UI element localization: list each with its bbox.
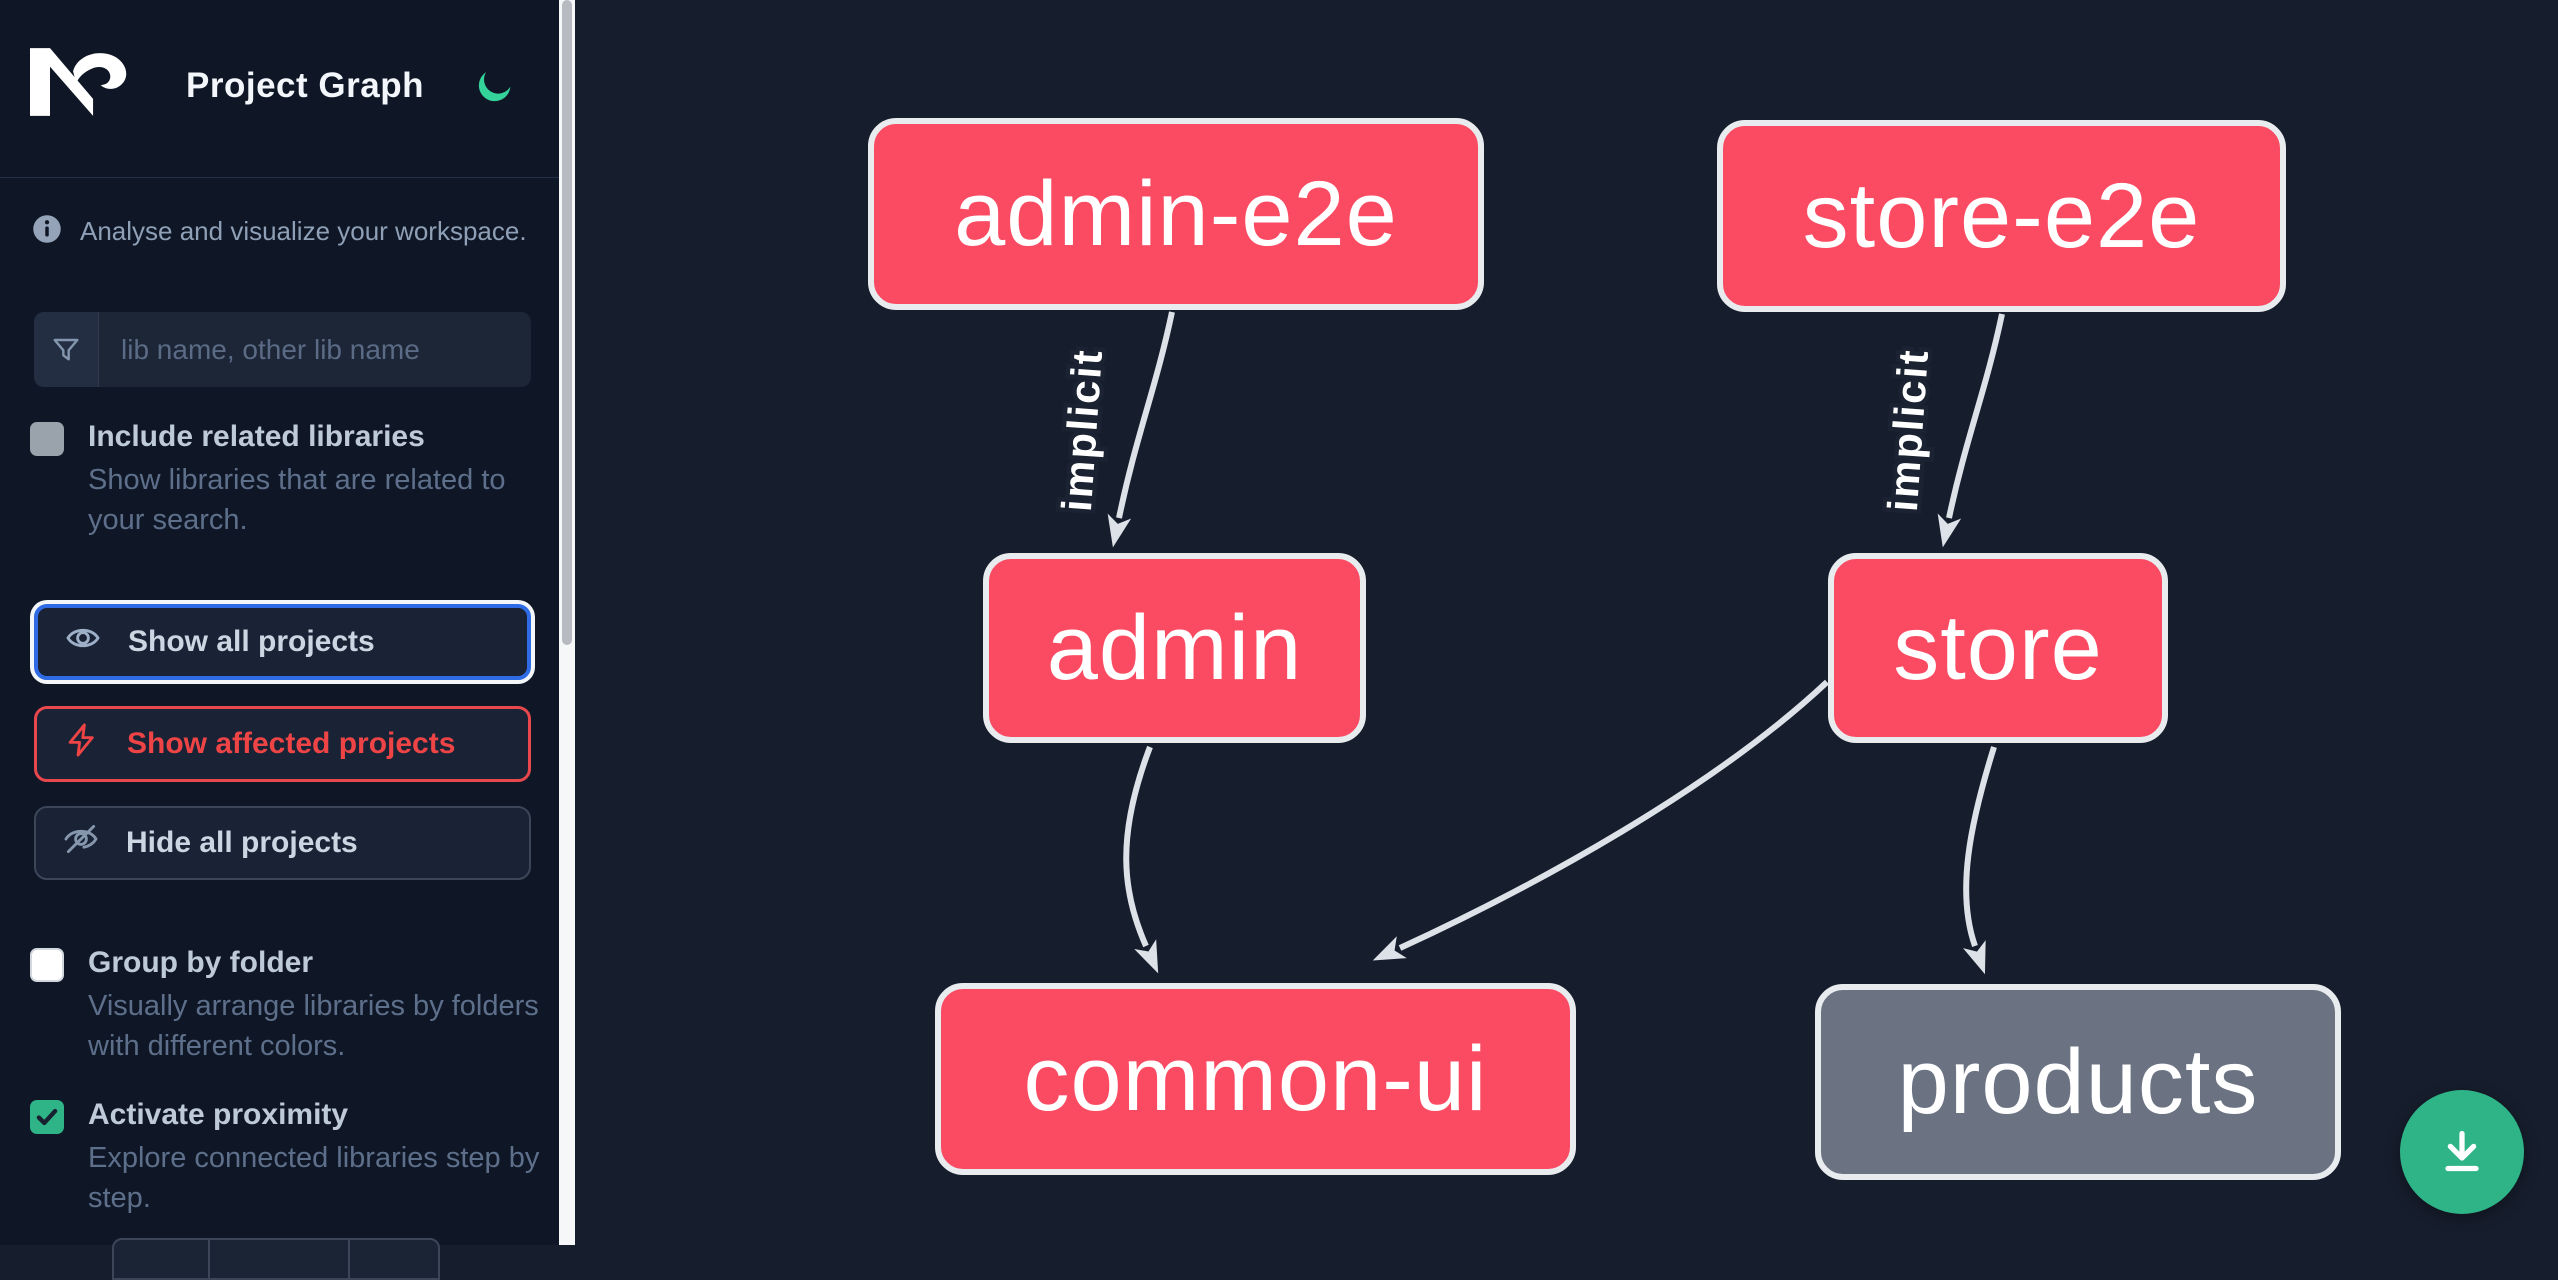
search-box <box>34 312 531 387</box>
funnel-icon <box>34 312 99 387</box>
theme-toggle-button[interactable] <box>474 66 516 108</box>
toggle-description: Visually arrange libraries by folders wi… <box>88 990 539 1062</box>
graph-node-store-e2e[interactable]: store-e2e <box>1717 120 2286 312</box>
app-title: Project Graph <box>186 66 424 105</box>
workspace-info: Analyse and visualize your workspace. <box>32 214 527 249</box>
activate-proximity-checkbox[interactable] <box>30 1100 64 1134</box>
toggle-label: Group by folder <box>88 946 313 979</box>
show-affected-projects-button[interactable]: Show affected projects <box>34 706 531 782</box>
graph-node-admin[interactable]: admin <box>983 553 1366 743</box>
toggle-label: Activate proximity <box>88 1098 349 1131</box>
check-icon <box>36 1108 58 1126</box>
sidebar: Project Graph Analyse and visualize your… <box>0 0 559 1280</box>
bolt-icon <box>63 721 101 767</box>
button-label: Hide all projects <box>126 826 358 859</box>
toggle-group-by-folder: Group by folder Visually arrange librari… <box>30 946 539 1096</box>
edge-store-to-common-ui <box>1372 679 1830 961</box>
toggle-description: Show libraries that are related to your … <box>88 464 506 536</box>
nx-logo <box>30 48 127 116</box>
sidebar-scrollbar[interactable] <box>559 0 575 1245</box>
info-icon <box>32 214 62 249</box>
edge-admin-e2e-to-admin <box>1107 311 1175 548</box>
edge-store-to-products <box>1963 746 1997 975</box>
eye-off-icon <box>62 820 100 866</box>
edge-store-e2e-to-store <box>1937 313 2005 548</box>
group-by-folder-checkbox[interactable] <box>30 948 64 982</box>
edge-admin-to-common-ui <box>1123 745 1159 974</box>
scrollbar-thumb[interactable] <box>562 0 572 645</box>
include-related-checkbox[interactable] <box>30 422 64 456</box>
toggle-activate-proximity: Activate proximity Explore connected lib… <box>30 1098 539 1248</box>
eye-icon <box>64 619 102 665</box>
download-graph-button[interactable] <box>2400 1090 2524 1214</box>
show-all-projects-button[interactable]: Show all projects <box>34 604 531 680</box>
proximity-decrement-button[interactable] <box>114 1240 210 1278</box>
proximity-increment-button[interactable] <box>350 1240 438 1278</box>
toggle-include-related: Include related libraries Show libraries… <box>30 420 530 570</box>
button-label: Show affected projects <box>127 727 456 760</box>
graph-node-admin-e2e[interactable]: admin-e2e <box>868 118 1484 310</box>
search-input[interactable] <box>99 312 531 387</box>
edge-label-implicit: implicit <box>1053 347 1111 513</box>
graph-node-products[interactable]: products <box>1815 984 2341 1180</box>
hide-all-projects-button[interactable]: Hide all projects <box>34 806 531 880</box>
sidebar-header: Project Graph <box>0 0 559 178</box>
toggle-description: Explore connected libraries step by step… <box>88 1142 540 1214</box>
proximity-depth-value <box>210 1240 350 1278</box>
moon-icon <box>474 72 516 111</box>
edge-label-implicit: implicit <box>1879 347 1937 513</box>
proximity-depth-control <box>112 1238 440 1280</box>
download-icon <box>2434 1123 2490 1182</box>
workspace-info-text: Analyse and visualize your workspace. <box>80 216 527 246</box>
graph-node-common-ui[interactable]: common-ui <box>935 983 1576 1175</box>
graph-edges-layer: implicit implicit <box>1052 311 2005 975</box>
toggle-label: Include related libraries <box>88 420 425 453</box>
button-label: Show all projects <box>128 625 375 658</box>
graph-node-store[interactable]: store <box>1828 553 2168 743</box>
